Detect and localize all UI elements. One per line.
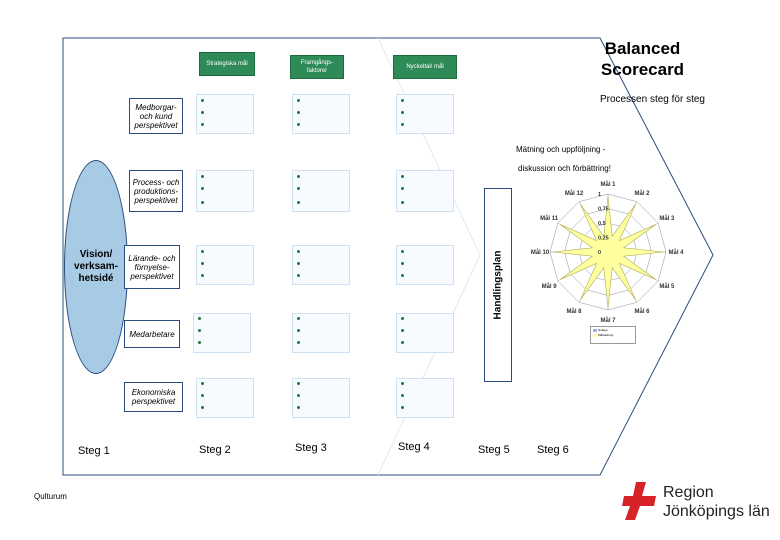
page-subtitle: Processen steg för steg [599, 94, 705, 105]
radar-axis-label: Mål 4 [668, 249, 684, 256]
legend-nulage: Nuläge [598, 328, 608, 332]
matning-line-2: diskussion och förbättring! [518, 164, 611, 173]
cell-r4-c3 [396, 313, 454, 353]
handlingsplan-label: Handlingsplan [492, 250, 504, 320]
cell-r2-c2 [292, 170, 350, 212]
radar-axis-label: Mål 6 [634, 308, 650, 315]
step-5: Steg 5 [478, 444, 510, 456]
footer-qulturum: Qulturum [34, 492, 67, 501]
radar-ring-label: 1 [598, 192, 601, 198]
header-nyckeltal: Nyckeltal/ mål [393, 55, 457, 79]
logo-jonkoping: Jönköpings län [663, 503, 770, 520]
radar-axis-label: Mål 11 [540, 215, 559, 222]
page-title: Balanced Scorecard [585, 38, 700, 80]
logo-region: Region [663, 484, 714, 501]
cell-r2-c1 [196, 170, 254, 212]
cell-r3-c3 [396, 245, 454, 285]
matning-line-1: Mätning och uppföljning - [516, 145, 606, 154]
cell-r5-c2 [292, 378, 350, 418]
radar-ring-label: 0,5 [598, 221, 606, 227]
radar-axis-label: Mål 2 [634, 190, 650, 197]
header-framgangsfaktorer: Framgångs-faktorer [290, 55, 344, 79]
step-3: Steg 3 [295, 442, 327, 454]
cell-r1-c1 [196, 94, 254, 134]
radar-axis-label: Mål 9 [542, 283, 558, 290]
radar-legend: Nuläge Målsättning [590, 326, 636, 344]
cell-r1-c3 [396, 94, 454, 134]
radar-ring-label: 0 [598, 250, 601, 256]
radar-axis-label: Mål 10 [531, 249, 550, 256]
radar-axis-label: Mål 8 [566, 308, 582, 315]
vision-ellipse: Vision/ verksam- hetsidé [64, 160, 128, 374]
perspective-ekonomi: Ekonomiska perspektivet [124, 382, 183, 412]
radar-axis-label: Mål 1 [600, 181, 616, 188]
perspective-process: Process- och produktions- perspektivet [129, 170, 183, 212]
cell-r2-c3 [396, 170, 454, 212]
radar-ring-label: 0,25 [598, 236, 609, 242]
radar-axis-label: Mål 12 [565, 190, 584, 197]
cell-r3-c1 [196, 245, 254, 285]
step-4: Steg 4 [398, 441, 430, 453]
header-strategiska-mal: Strategiska mål [199, 52, 255, 76]
step-1: Steg 1 [78, 445, 110, 457]
radar-chart: Mål 1 Mål 2 Mål 3 Mål 4 Mål 5 Mål 6 Mål 7 Mål 8… [531, 181, 684, 324]
cell-r1-c2 [292, 94, 350, 134]
radar-axis-label: Mål 3 [659, 215, 675, 222]
region-cross-icon [622, 482, 656, 520]
radar-series [552, 196, 664, 308]
cell-r4-c1 [193, 313, 251, 353]
handlingsplan-box: Handlingsplan [484, 188, 512, 382]
legend-malsattning: Målsättning [598, 333, 614, 337]
perspective-larande: Lärande- och förnyelse- perspektivet [124, 245, 180, 289]
title-line-1: Balanced [604, 39, 681, 58]
perspective-medborgar: Medborgar- och kund perspektivet [129, 98, 183, 134]
step-6: Steg 6 [537, 444, 569, 456]
perspective-medarbetare: Medarbetare [124, 320, 180, 348]
cell-r4-c2 [292, 313, 350, 353]
cell-r5-c3 [396, 378, 454, 418]
radar-axis-label: Mål 7 [600, 317, 616, 324]
title-line-2: Scorecard [600, 60, 685, 79]
radar-ring-label: 0,75 [598, 207, 609, 213]
step-2: Steg 2 [199, 444, 231, 456]
cell-r5-c1 [196, 378, 254, 418]
radar-axis-label: Mål 5 [659, 283, 675, 290]
cell-r3-c2 [292, 245, 350, 285]
